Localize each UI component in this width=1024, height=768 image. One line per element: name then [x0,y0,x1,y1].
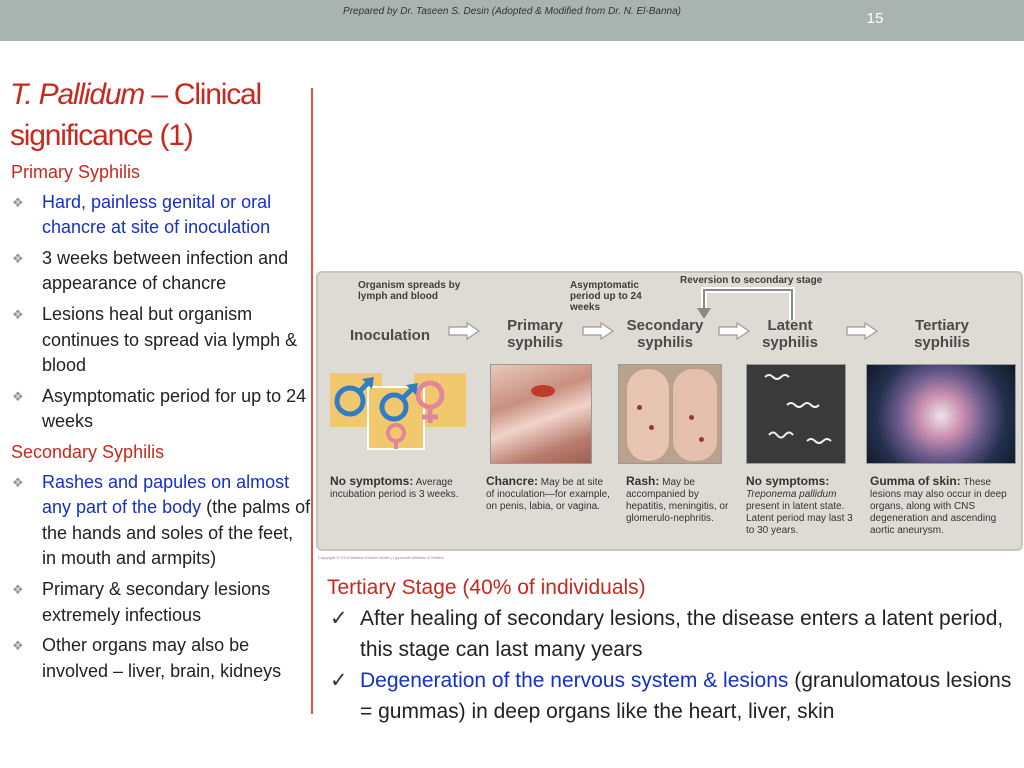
rash-spot [699,437,704,442]
bullet-text: (the palms of the hands and soles of the… [42,497,311,569]
stage-latent: Latent syphilis [762,317,818,351]
rash-photo [618,364,722,464]
diamond-bullet-icon: ❖ [12,581,24,597]
description-label: Chancre: [486,474,539,488]
list-item: ❖ Hard, painless genital or oral chancre… [11,190,311,241]
bullet-text: After healing of secondary lesions, the … [360,607,1004,661]
right-arrow-icon [846,322,878,340]
right-arrow-icon [582,322,614,340]
organism-name: Treponema pallidum [746,489,837,500]
rash-spot [649,425,654,430]
right-arrow-icon [718,322,750,340]
checkmark-icon: ✓ [330,669,348,692]
diamond-bullet-icon: ❖ [12,638,24,654]
note-asymptomatic: Asymptomatic period up to 24 weeks [570,280,642,313]
list-item: ✓ After healing of secondary lesions, th… [327,603,1017,665]
bullet-text-highlight: Rashes and papules on almost any part of… [42,471,290,518]
secondary-heading: Secondary Syphilis [11,441,165,462]
stage-primary: Primary syphilis [507,317,563,351]
description-primary: Chancre: May be at site of inoculation—f… [486,474,610,512]
list-item: ❖ 3 weeks between infection and appearan… [11,246,311,297]
left-sole [627,369,669,461]
bullet-text: Hard, painless genital or oral chancre a… [42,191,272,238]
chancre-lesion [531,385,555,397]
list-item: ❖ Lesions heal but organism continues to… [11,302,311,379]
checkmark-icon: ✓ [330,607,348,630]
bullet-text: Lesions heal but organism continues to s… [42,303,298,376]
description-latent: No symptoms: Treponema pallidum present … [746,474,853,536]
title-organism: T. Pallidum [10,78,145,111]
description-label: No symptoms: [746,474,830,488]
list-item: ❖ Asymptomatic period for up to 24 weeks [11,384,311,435]
diamond-bullet-icon: ❖ [12,388,24,404]
right-arrow-icon [448,322,480,340]
right-sole [673,369,717,461]
description-inoculation: No symptoms: Average incubation period i… [330,474,459,500]
stage-tertiary: Tertiary syphilis [914,317,970,351]
header-band: Prepared by Dr. Taseen S. Desin (Adopted… [0,0,1024,41]
bullet-text-highlight: Degeneration of the nervous system & les… [360,669,789,692]
description-secondary: Rash: May be accompanied by hepatitis, m… [626,474,729,524]
figure-copyright: Copyright © 2013 Wolters Kluwer Health |… [318,555,444,560]
stage-secondary: Secondary syphilis [626,317,704,351]
slide-title: T. Pallidum – Clinical significance (1) [10,74,310,156]
bullet-text: (granulomatous lesions = gummas) in deep… [360,669,1012,723]
list-item: ❖ Rashes and papules on almost any part … [11,470,311,572]
diamond-bullet-icon: ❖ [12,194,24,210]
tertiary-heading: Tertiary Stage (40% of individuals) [327,576,646,599]
description-label: Gumma of skin: [870,474,961,488]
list-item: ✓ Degeneration of the nervous system & l… [327,665,1017,727]
title-divider [311,88,313,714]
stage-inoculation: Inoculation [350,327,430,344]
reversion-arrow-icon [697,287,795,320]
description-tertiary: Gumma of skin: These lesions may also oc… [870,474,1007,536]
syphilis-stages-figure: Organism spreads by lymph and blood Asym… [316,271,1023,560]
gender-symbols-icon [330,373,466,450]
chancre-photo [490,364,592,464]
tertiary-section: Tertiary Stage (40% of individuals) ✓ Af… [327,572,1017,727]
note-spread: Organism spreads by lymph and blood [358,280,461,302]
treponema-micrograph [746,364,846,464]
diamond-bullet-icon: ❖ [12,474,24,490]
slide-number: 15 [866,10,884,27]
gumma-photo [866,364,1016,464]
description-label: No symptoms: [330,474,414,488]
title-rest: – Clinical significance (1) [10,78,262,152]
left-column: Primary Syphilis ❖ Hard, painless genita… [11,160,311,689]
note-reversion: Reversion to secondary stage [680,275,823,286]
primary-heading: Primary Syphilis [11,162,141,182]
bullet-text: Asymptomatic period for up to 24 weeks [42,385,307,432]
bullet-text: Other organs may also be involved – live… [42,635,282,681]
diamond-bullet-icon: ❖ [12,306,24,322]
rash-spot [689,415,694,420]
rash-spot [637,405,642,410]
list-item: ❖ Primary & secondary lesions extremely … [11,577,311,628]
description-label: Rash: [626,474,660,488]
author-credit: Prepared by Dr. Taseen S. Desin (Adopted… [343,6,681,17]
diamond-bullet-icon: ❖ [12,250,24,266]
spirochete-icon [764,374,832,444]
bullet-text: Primary & secondary lesions extremely in… [42,578,271,625]
list-item: ❖ Other organs may also be involved – li… [11,633,311,684]
bullet-text: 3 weeks between infection and appearance… [42,247,289,294]
